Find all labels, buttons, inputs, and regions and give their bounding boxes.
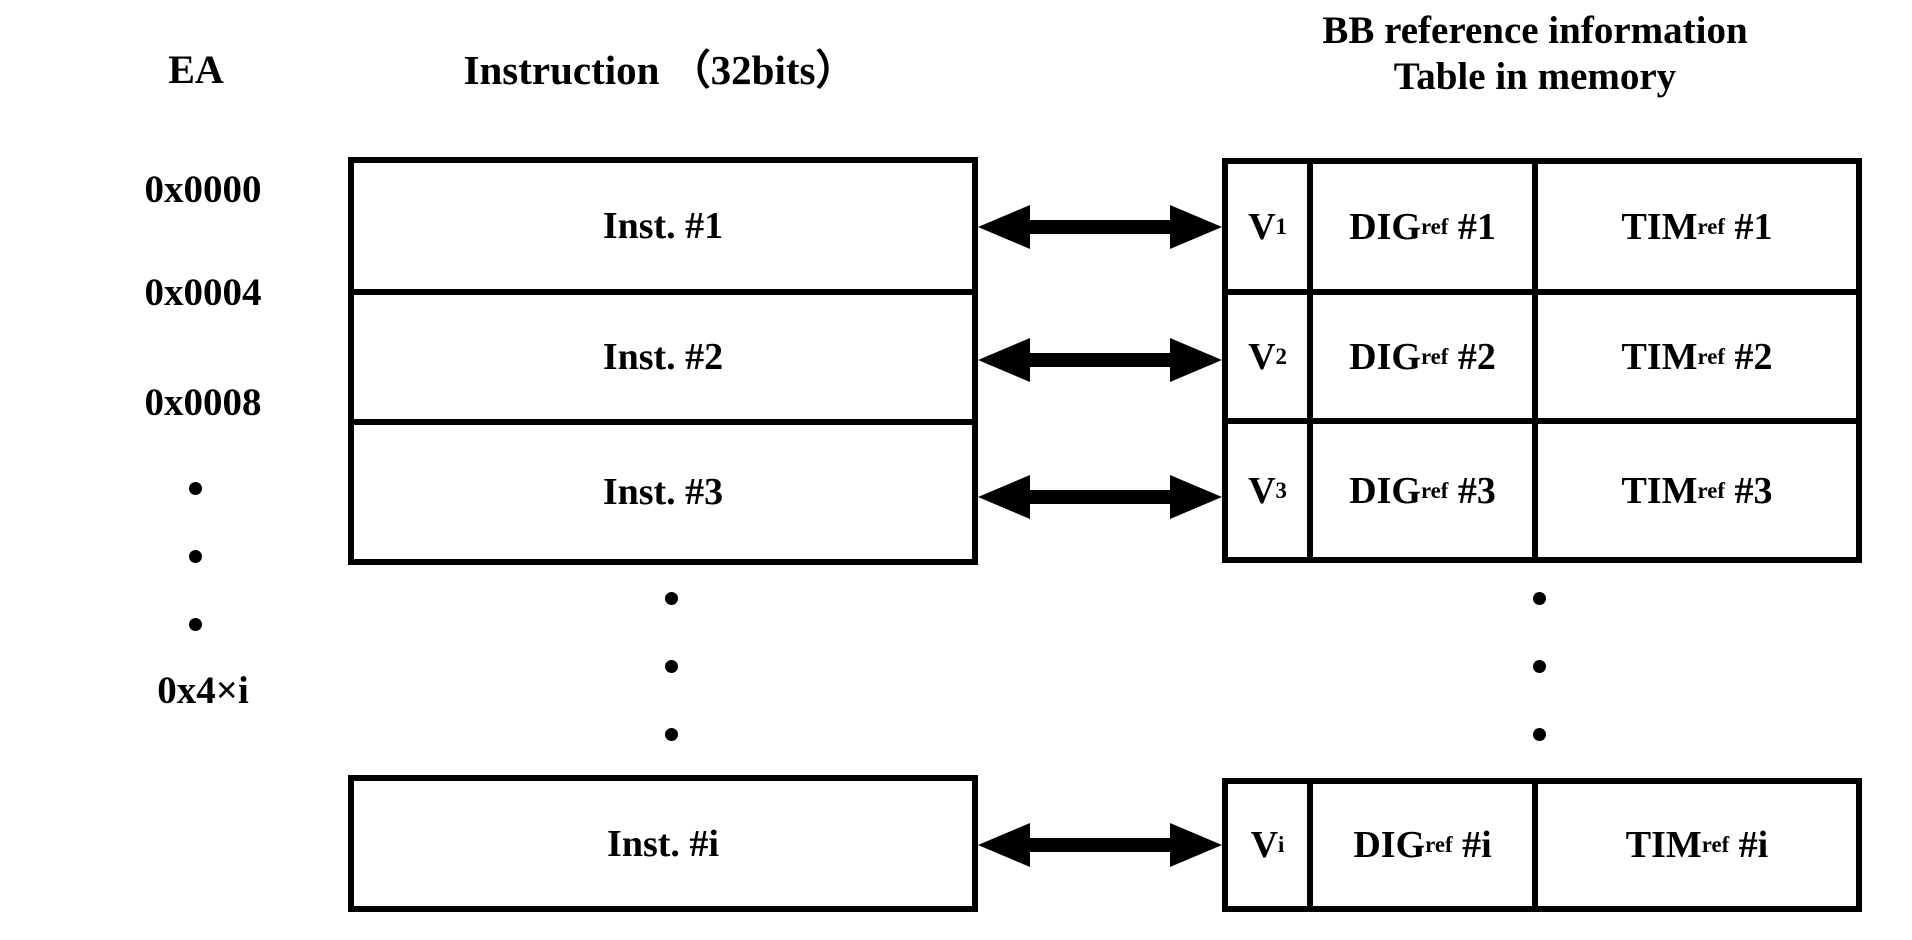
bidirectional-arrow-icon bbox=[978, 475, 1222, 519]
bb-dig-text: DIG bbox=[1353, 824, 1426, 866]
address-column-ellipsis bbox=[185, 482, 205, 631]
column-header-instruction: Instruction （32bits） bbox=[463, 47, 857, 93]
ellipsis-dot bbox=[188, 618, 202, 631]
instruction-row: Inst. #2 bbox=[354, 295, 972, 425]
bidirectional-arrow-icon bbox=[978, 338, 1222, 382]
bb-valid-text: V bbox=[1250, 824, 1279, 866]
ellipsis-dot bbox=[188, 550, 202, 563]
bb-dig-number: #i bbox=[1462, 824, 1492, 866]
ellipsis-dot bbox=[664, 592, 678, 605]
address-label-3: 0x4×i bbox=[157, 669, 249, 712]
bb-table-column-ellipsis bbox=[1529, 592, 1549, 741]
bb-tim-number: #i bbox=[1738, 824, 1769, 866]
column-header-bb-table: BB reference information Table in memory bbox=[1190, 8, 1880, 100]
bb-tim-text: TIM bbox=[1625, 824, 1702, 866]
bb-dig-number: #2 bbox=[1457, 335, 1496, 378]
bb-valid-text: V bbox=[1248, 205, 1276, 248]
bidirectional-arrow-icon bbox=[978, 823, 1222, 867]
bb-tim-text: TIM bbox=[1621, 335, 1698, 378]
ellipsis-dot bbox=[1532, 592, 1546, 605]
bb-tim-number: #3 bbox=[1734, 469, 1773, 512]
ellipsis-dot bbox=[1532, 660, 1546, 673]
bb-tim-number: #2 bbox=[1734, 335, 1773, 378]
instruction-row-last: Inst. #i bbox=[348, 775, 978, 912]
bidirectional-arrow-icon bbox=[978, 205, 1222, 249]
bb-dig-number: #1 bbox=[1457, 205, 1496, 248]
ellipsis-dot bbox=[664, 660, 678, 673]
address-label-0: 0x0000 bbox=[144, 168, 262, 211]
instruction-row: Inst. #1 bbox=[354, 163, 972, 295]
bb-tim-text: TIM bbox=[1621, 469, 1698, 512]
bb-tim-number: #1 bbox=[1734, 205, 1773, 248]
bb-valid-text: V bbox=[1248, 469, 1276, 512]
bb-dig-text: DIG bbox=[1349, 335, 1421, 378]
column-header-ea: EA bbox=[168, 47, 224, 92]
bb-valid-text: V bbox=[1248, 335, 1276, 378]
ellipsis-dot bbox=[188, 482, 202, 495]
bb-dig-text: DIG bbox=[1349, 469, 1421, 512]
instruction-memory-block: Inst. #1 Inst. #2 Inst. #3 bbox=[348, 157, 978, 565]
address-label-2: 0x0008 bbox=[144, 381, 262, 424]
bb-table-header-line1: BB reference information bbox=[1322, 9, 1748, 52]
address-label-1: 0x0004 bbox=[144, 271, 262, 314]
bb-tim-text: TIM bbox=[1621, 205, 1698, 248]
bb-table-header-line2: Table in memory bbox=[1393, 55, 1677, 99]
bb-dig-number: #3 bbox=[1457, 469, 1496, 512]
bb-dig-text: DIG bbox=[1349, 205, 1421, 248]
ellipsis-dot bbox=[664, 728, 678, 741]
ellipsis-dot bbox=[1532, 728, 1546, 741]
instruction-row: Inst. #3 bbox=[602, 471, 724, 513]
instruction-column-ellipsis bbox=[661, 592, 681, 741]
